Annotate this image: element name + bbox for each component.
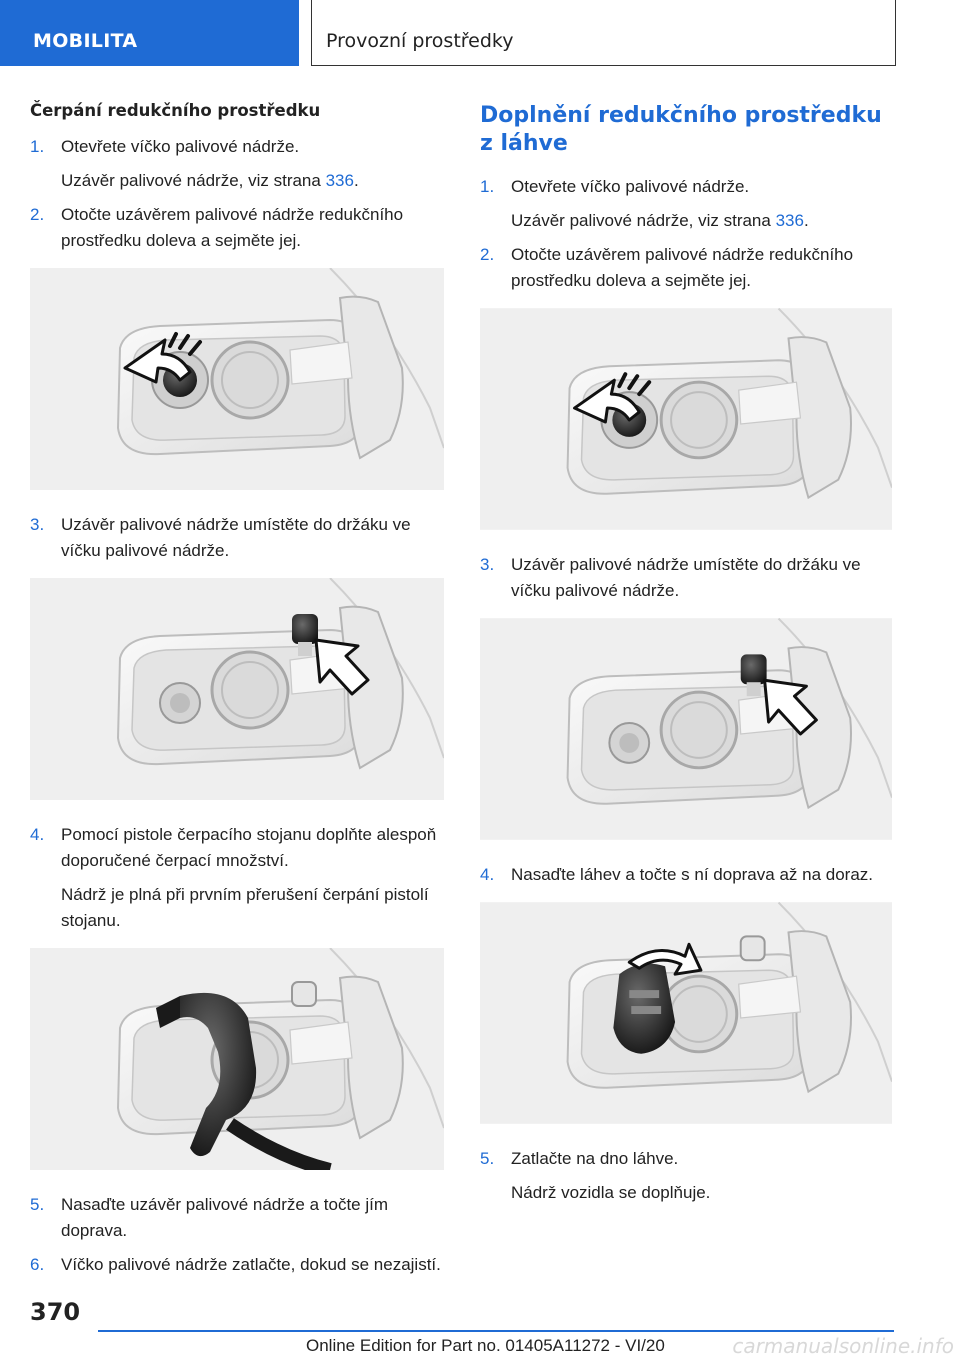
step-text: Nasaďte uzávěr palivové nádrže a točte j… [61,1195,389,1240]
step-number: 4. [480,865,495,884]
step-number: 5. [30,1195,45,1214]
figure-fuel-nozzle [30,948,444,1170]
step-item: 1. Otevřete víčko palivové nádrže. Uzávě… [30,134,446,194]
figure-cap-rotate-left [30,268,444,490]
chapter-tab: Provozní prostředky [311,0,896,66]
edition-text: Online Edition for Part no. 01405A11272 … [306,1336,665,1355]
step-number: 3. [30,515,45,534]
illustration [30,948,444,1170]
page-link[interactable]: 336 [325,171,354,190]
illustration [480,308,892,530]
fuel-nozzle-icon [156,992,332,1170]
step-item: 3. Uzávěr palivové nádrže umístěte do dr… [480,552,892,604]
pointer-arrow-icon [763,678,818,736]
step-item: 5. Zatlačte na dno láhve. Nádrž vozidla … [480,1146,892,1206]
note-text: . [353,171,359,190]
step-note: Nádrž vozidla se doplňuje. [511,1183,711,1202]
illustration [480,902,892,1124]
illustration [30,578,444,800]
footer-divider [98,1330,894,1332]
step-text: Zatlačte na dno láhve. [511,1149,679,1168]
figure-cap-holder [480,618,892,840]
figure-bottle [480,902,892,1124]
right-column: Doplnění redukčního prostředku z láhve 1… [480,100,892,1214]
page-link[interactable]: 336 [775,211,804,230]
step-text: Nasaďte láhev a točte s ní doprava až na… [511,865,873,884]
step-number: 2. [480,245,495,264]
step-text: Otočte uzávěrem palivové nádrže redukční… [511,245,854,290]
step-item: 4. Nasaďte láhev a točte s ní doprava až… [480,862,892,888]
bottle-icon [613,963,676,1054]
step-item: 4. Pomocí pistole čerpacího stojanu dopl… [30,822,446,934]
step-item: 2. Otočte uzávěrem palivové nádrže reduk… [480,242,892,294]
illustration [480,618,892,840]
figure-cap-rotate-left [480,308,892,530]
step-text: Otočte uzávěrem palivové nádrže redukční… [61,205,404,250]
note-text: . [803,211,809,230]
step-note: Uzávěr palivové nádrže, viz strana 336. [61,168,446,194]
watermark: carmanualsonline.info [732,1334,954,1358]
illustration [30,268,444,490]
rotate-right-arrow-icon [627,942,703,976]
step-text: Uzávěr palivové nádrže umístěte do držák… [61,515,411,560]
step-item: 1. Otevřete víčko palivové nádrže. Uzávě… [480,174,892,234]
step-text: Pomocí pistole čerpacího stojanu doplňte… [61,825,437,870]
step-number: 5. [480,1149,495,1168]
step-number: 3. [480,555,495,574]
step-number: 2. [30,205,45,224]
left-column: Čerpání redukčního prostředku 1. Otevřet… [30,100,446,1286]
step-text: Uzávěr palivové nádrže umístěte do držák… [511,555,861,600]
page-number: 370 [30,1298,81,1326]
section-tab: MOBILITA [0,0,299,66]
chapter-title: Provozní prostředky [326,30,514,52]
step-text: Otevřete víčko palivové nádrže. [61,137,300,156]
section-heading: Doplnění redukčního prostředku z láhve [480,103,882,156]
rotate-left-arrow-icon [573,372,652,424]
step-number: 6. [30,1255,45,1274]
pointer-arrow-icon [314,638,370,696]
step-number: 1. [480,177,495,196]
step-item: 5. Nasaďte uzávěr palivové nádrže a točt… [30,1192,446,1244]
subheading: Čerpání redukčního prostředku [30,101,321,120]
section-title: MOBILITA [33,30,138,52]
step-item: 2. Otočte uzávěrem palivové nádrže reduk… [30,202,446,254]
step-note: Nádrž je plná při prvním přerušení čerpá… [61,885,429,930]
step-number: 4. [30,825,45,844]
step-text: Víčko palivové nádrže zatlačte, dokud se… [61,1255,441,1274]
note-text: Uzávěr palivové nádrže, viz strana [61,171,326,190]
step-number: 1. [30,137,45,156]
figure-cap-holder [30,578,444,800]
step-text: Otevřete víčko palivové nádrže. [511,177,750,196]
rotate-left-arrow-icon [123,332,202,384]
step-note: Uzávěr palivové nádrže, viz strana 336. [511,208,892,234]
note-text: Uzávěr palivové nádrže, viz strana [511,211,776,230]
step-item: 3. Uzávěr palivové nádrže umístěte do dr… [30,512,446,564]
step-item: 6. Víčko palivové nádrže zatlačte, dokud… [30,1252,446,1278]
